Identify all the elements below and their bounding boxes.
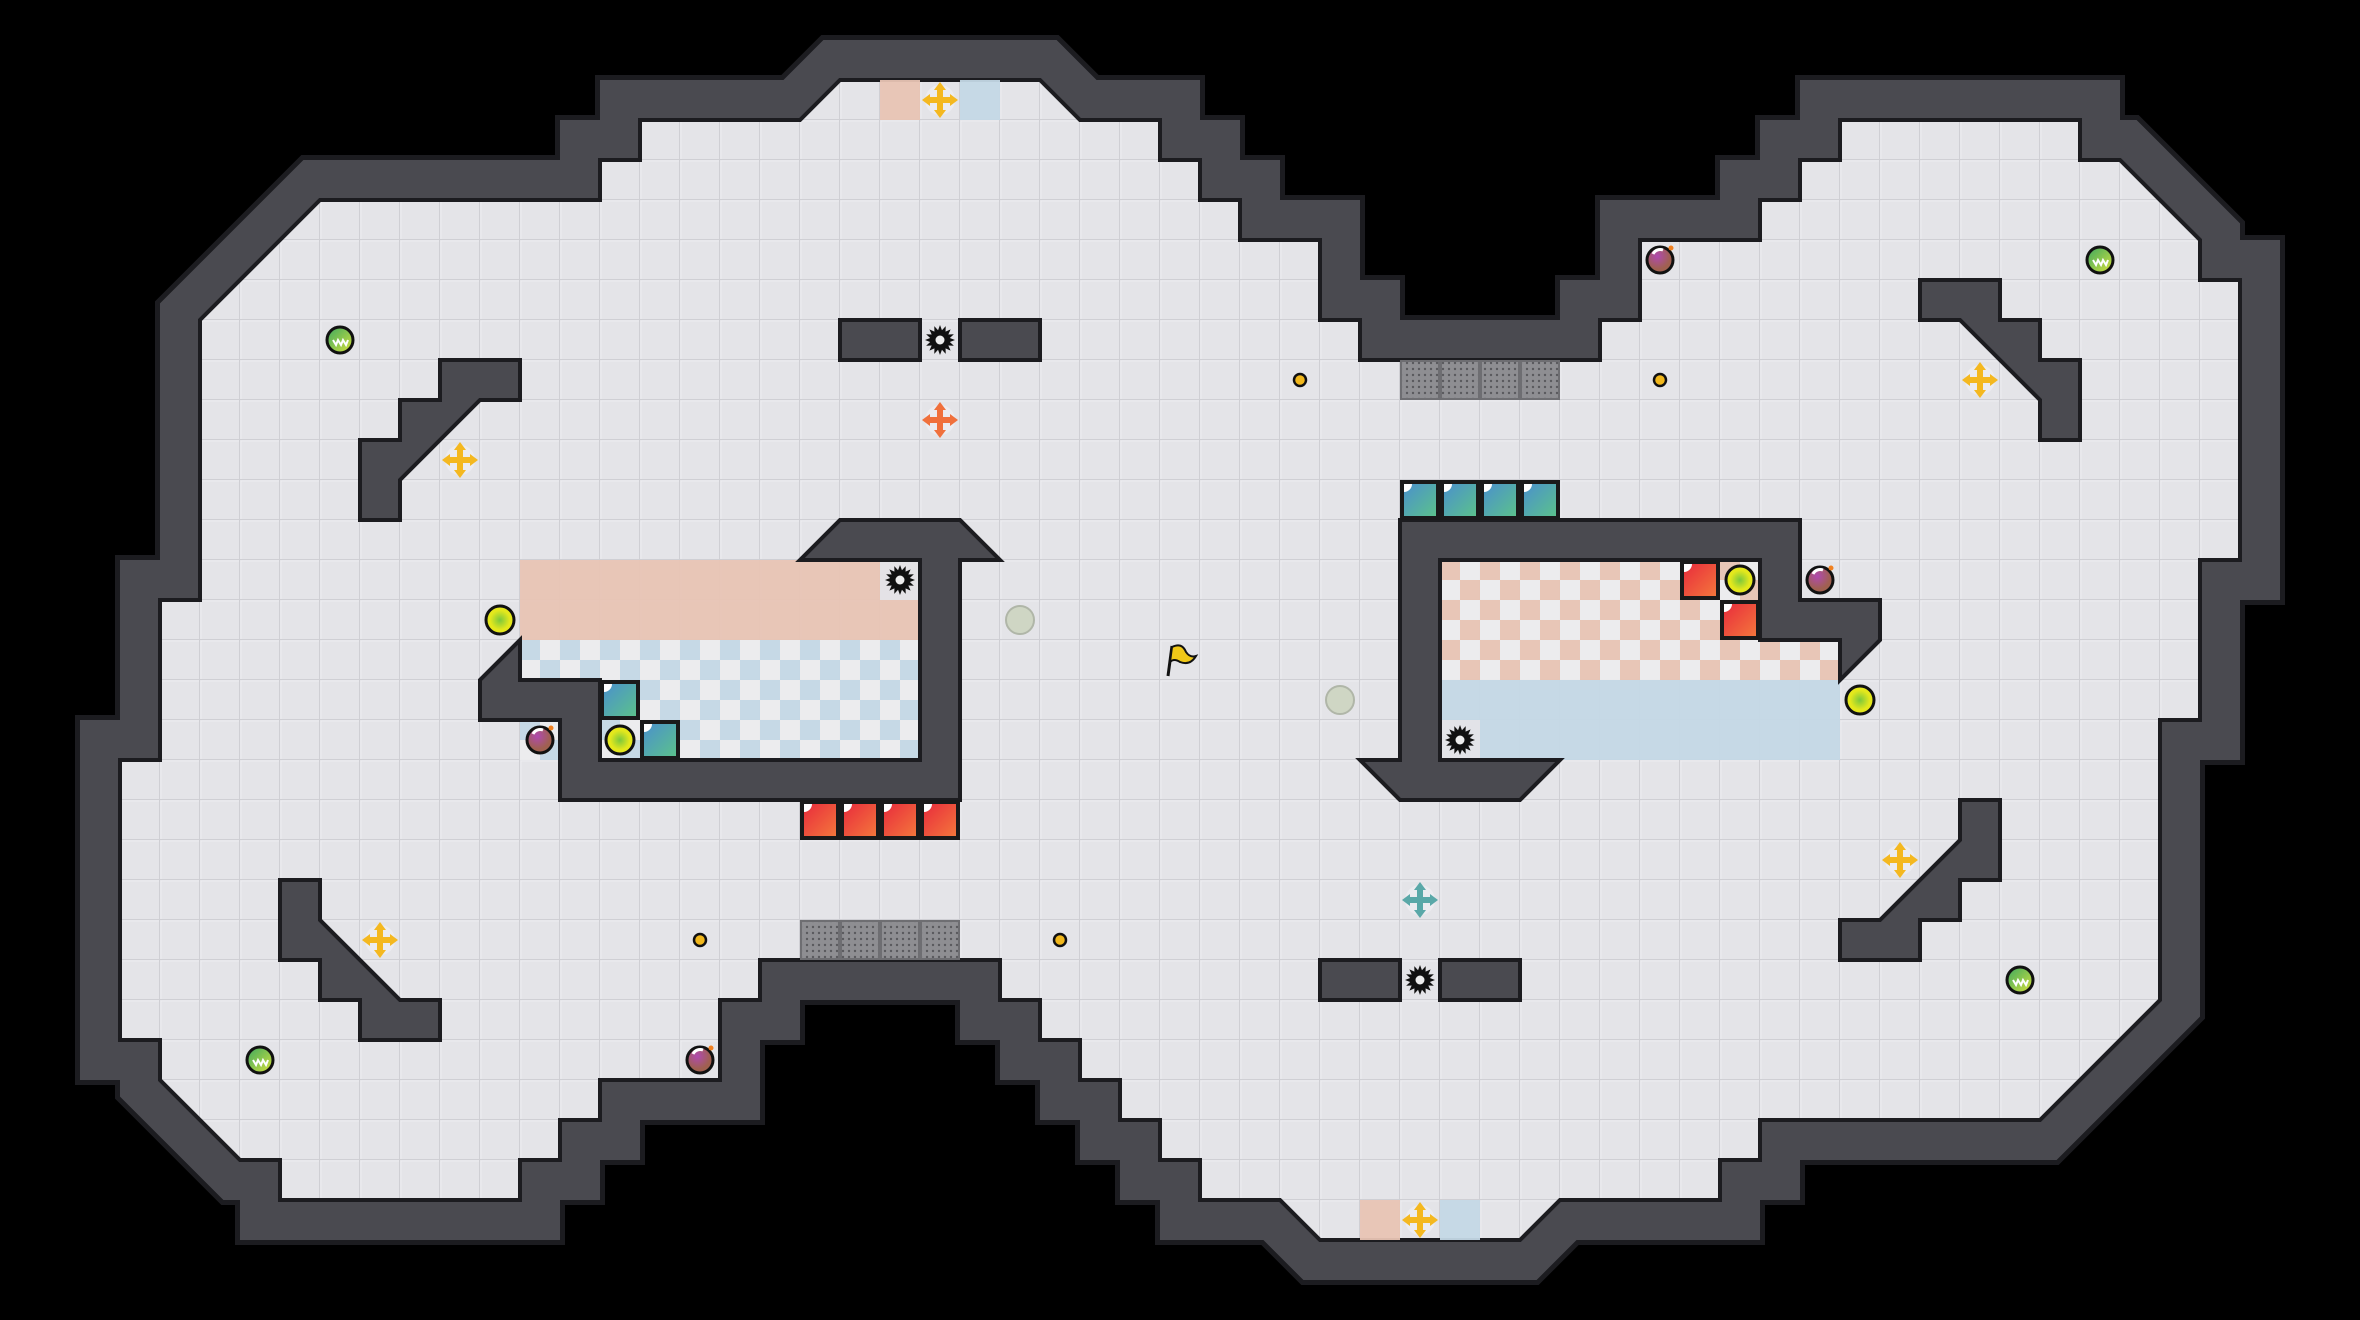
grate-tile <box>1520 360 1560 400</box>
green-orb-icon <box>245 1045 275 1075</box>
wall-block <box>838 318 922 362</box>
interior-walls <box>278 278 2082 1042</box>
teal-block <box>1520 480 1560 520</box>
grate-tile <box>1480 360 1520 400</box>
wall-block <box>1355 518 1882 802</box>
peach-tile <box>1360 1200 1400 1240</box>
green-orb-icon <box>2085 245 2115 275</box>
grate-tile <box>1400 360 1440 400</box>
compass-arrows-icon <box>922 82 958 118</box>
grate-tile <box>920 920 960 960</box>
goal-flag-icon <box>1166 644 1199 677</box>
coin-icon <box>1292 372 1308 388</box>
wall-block <box>1918 278 2082 442</box>
yellow-orb-icon <box>1844 684 1876 716</box>
ghost-orb <box>1325 685 1355 715</box>
saw-blade-icon <box>925 325 955 355</box>
wall-block <box>358 358 522 522</box>
red-block <box>1720 600 1760 640</box>
compass-arrows-icon <box>922 402 958 438</box>
teal-block <box>1400 480 1440 520</box>
green-orb-icon <box>325 325 355 355</box>
grate-tile <box>880 920 920 960</box>
ice-zone <box>1440 680 1840 760</box>
green-orb-icon <box>2005 965 2035 995</box>
wall-block <box>1838 798 2002 962</box>
peach-tile <box>880 80 920 120</box>
ice-tile <box>960 80 1000 120</box>
compass-arrows-icon <box>362 922 398 958</box>
compass-arrows-icon <box>1882 842 1918 878</box>
grate-tile <box>840 920 880 960</box>
yellow-orb-icon <box>604 724 636 756</box>
teal-block <box>1480 480 1520 520</box>
bomb-icon <box>1805 565 1835 595</box>
compass-arrows-icon <box>1402 882 1438 918</box>
coin-icon <box>1052 932 1068 948</box>
saw-blade-icon <box>885 565 915 595</box>
bomb-icon <box>685 1045 715 1075</box>
saw-blade-icon <box>1445 725 1475 755</box>
red-block <box>1680 560 1720 600</box>
peach-zone <box>520 560 920 640</box>
wall-block <box>1438 958 1522 1002</box>
teal-block <box>1440 480 1480 520</box>
grate-tile <box>800 920 840 960</box>
red-block <box>880 800 920 840</box>
compass-arrows-icon <box>442 442 478 478</box>
wall-block <box>278 878 442 1042</box>
compass-arrows-icon <box>1402 1202 1438 1238</box>
red-block <box>920 800 960 840</box>
ghost-orb <box>1005 605 1035 635</box>
compass-arrows-icon <box>1962 362 1998 398</box>
entities <box>245 82 2115 1238</box>
wall-block <box>1318 958 1402 1002</box>
peach-checker-zone <box>1440 640 1840 680</box>
wall-block <box>478 518 1005 802</box>
yellow-orb-icon <box>484 604 516 636</box>
coin-icon <box>1652 372 1668 388</box>
wall-block <box>958 318 1042 362</box>
saw-blade-icon <box>1405 965 1435 995</box>
coin-icon <box>692 932 708 948</box>
bomb-icon <box>1645 245 1675 275</box>
grate-tile <box>1440 360 1480 400</box>
yellow-orb-icon <box>1724 564 1756 596</box>
teal-block <box>640 720 680 760</box>
red-block <box>840 800 880 840</box>
ice-tile <box>1440 1200 1480 1240</box>
bomb-icon <box>525 725 555 755</box>
red-block <box>800 800 840 840</box>
teal-block <box>600 680 640 720</box>
